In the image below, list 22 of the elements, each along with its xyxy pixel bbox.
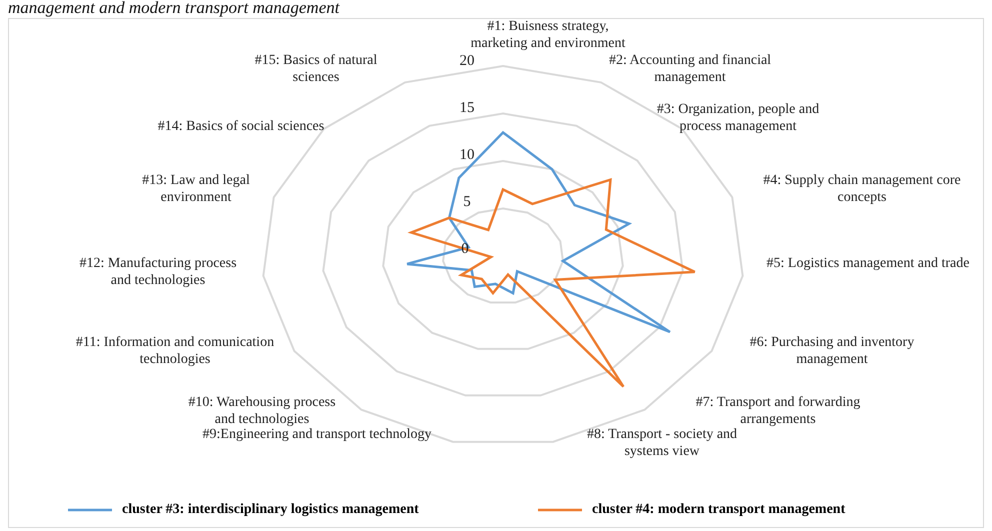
axis-label: #2: Accounting and financial management <box>608 52 772 86</box>
axis-label: #14: Basics of social sciences <box>156 118 326 135</box>
axis-label: #11: Information and comunication technologies <box>74 334 276 368</box>
legend-label: cluster #3: interdisciplinary logistics management <box>122 501 419 518</box>
tick-label: 10 <box>458 147 476 164</box>
axis-label: #8: Transport - society and systems view <box>586 426 738 460</box>
axis-label: #13: Law and legal environment <box>141 172 251 206</box>
axis-label: #15: Basics of natural sciences <box>254 52 378 86</box>
axis-label: #5: Logistics management and trade <box>766 255 970 272</box>
tick-label: 15 <box>458 100 476 117</box>
axis-label: #6: Purchasing and inventory management <box>748 334 916 368</box>
tick-label: 20 <box>458 53 476 70</box>
axis-label: #10: Warehousing process and technologies <box>187 394 337 428</box>
axis-label: #1: Buisness strategy, marketing and environment <box>470 18 626 52</box>
chart-title: management and modern transport management <box>8 0 340 18</box>
axis-label: #9:Engineering and transport technology <box>202 426 432 443</box>
axis-label: #4: Supply chain management core concepts <box>762 172 962 206</box>
axis-label: #3: Organization, people and process management <box>656 101 820 135</box>
axis-label: #12: Manufacturing process and technologies <box>78 255 238 289</box>
legend-label: cluster #4: modern transport management <box>592 501 846 518</box>
axis-label: #7: Transport and forwarding arrangements <box>694 394 862 428</box>
tick-label: 5 <box>462 194 472 211</box>
